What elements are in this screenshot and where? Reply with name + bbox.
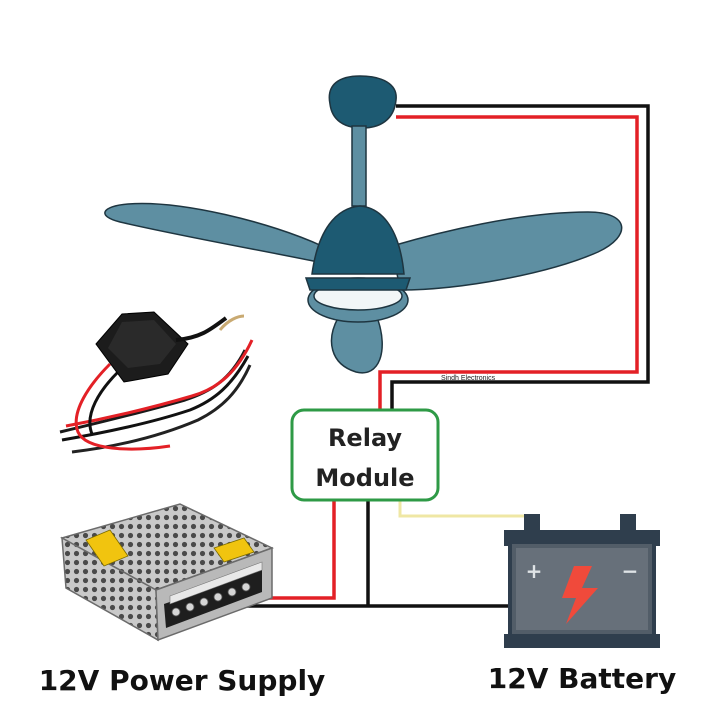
battery-label: 12V Battery [488,662,676,695]
battery-plus-sign: + [526,559,543,583]
power-supply-label: 12V Power Supply [39,664,326,697]
lightning-icon [562,566,598,624]
battery-minus-sign: − [622,559,639,583]
relay-label-line1: Relay [328,424,402,452]
power-supply-icon [60,503,274,642]
fan-black-wire [390,104,650,412]
battery-icon: + − [504,514,660,648]
sensor-module-icon [59,311,254,454]
relay-module: Relay Module [290,408,440,502]
relay-label-line2: Module [315,464,414,492]
fan-red-wire [378,115,639,412]
signal-yellow-wire [398,500,530,518]
credit-label: Sindh Electronics [441,375,496,382]
ceiling-fan-icon [104,75,623,374]
